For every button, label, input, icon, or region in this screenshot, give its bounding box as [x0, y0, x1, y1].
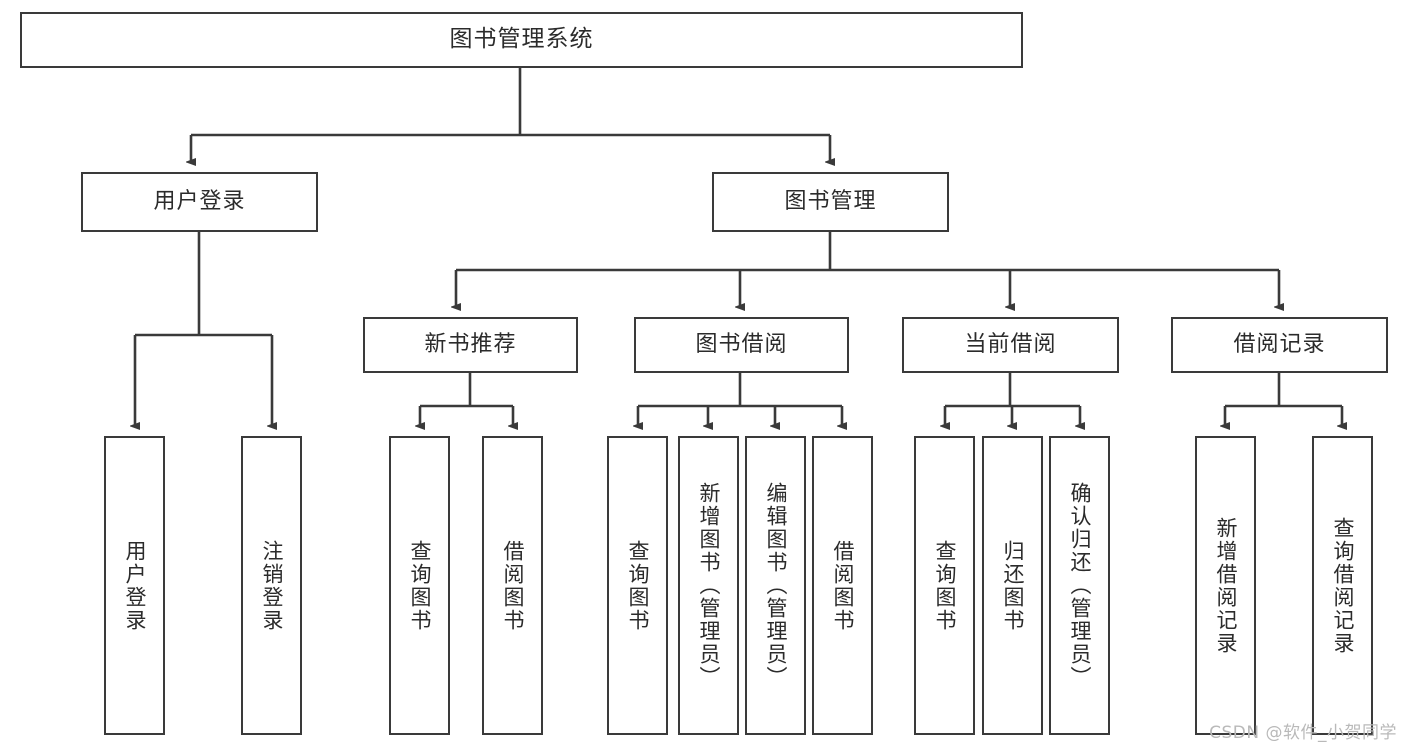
- leaf-label: 编辑图书（管理员）: [763, 482, 788, 689]
- leaf-add-book-admin[interactable]: 新增图书（管理员）: [678, 436, 739, 735]
- leaf-borrow-book[interactable]: 借阅图书: [812, 436, 873, 735]
- leaf-label: 新增借阅记录: [1213, 516, 1238, 655]
- leaf-label: 归还图书: [1000, 539, 1025, 632]
- leaf-label: 用户登录: [122, 539, 147, 632]
- leaf-label: 借阅图书: [500, 539, 525, 632]
- node-root-system[interactable]: 图书管理系统: [20, 12, 1023, 68]
- leaf-label: 查询图书: [625, 539, 650, 632]
- leaf-label: 查询图书: [407, 539, 432, 632]
- leaf-user-login[interactable]: 用户登录: [104, 436, 165, 735]
- node-user-login[interactable]: 用户登录: [81, 172, 318, 232]
- leaf-label: 借阅图书: [830, 539, 855, 632]
- node-book-management[interactable]: 图书管理: [712, 172, 949, 232]
- leaf-logout[interactable]: 注销登录: [241, 436, 302, 735]
- leaf-confirm-return-admin[interactable]: 确认归还（管理员）: [1049, 436, 1110, 735]
- leaf-return-book[interactable]: 归还图书: [982, 436, 1043, 735]
- leaf-query-book-current[interactable]: 查询图书: [914, 436, 975, 735]
- leaf-query-book-recommend[interactable]: 查询图书: [389, 436, 450, 735]
- node-book-borrow[interactable]: 图书借阅: [634, 317, 849, 373]
- leaf-label: 查询图书: [932, 539, 957, 632]
- leaf-query-borrow-record[interactable]: 查询借阅记录: [1312, 436, 1373, 735]
- csdn-watermark: CSDN @软件_小贺同学: [1209, 723, 1397, 743]
- leaf-label: 查询借阅记录: [1330, 516, 1355, 655]
- leaf-label: 确认归还（管理员）: [1067, 482, 1092, 689]
- node-current-borrow[interactable]: 当前借阅: [902, 317, 1119, 373]
- leaf-query-book-borrow[interactable]: 查询图书: [607, 436, 668, 735]
- leaf-label: 注销登录: [259, 539, 284, 632]
- leaf-edit-book-admin[interactable]: 编辑图书（管理员）: [745, 436, 806, 735]
- node-new-book-recommend[interactable]: 新书推荐: [363, 317, 578, 373]
- node-borrow-record[interactable]: 借阅记录: [1171, 317, 1388, 373]
- leaf-label: 新增图书（管理员）: [696, 482, 721, 689]
- leaf-add-borrow-record[interactable]: 新增借阅记录: [1195, 436, 1256, 735]
- leaf-borrow-book-recommend[interactable]: 借阅图书: [482, 436, 543, 735]
